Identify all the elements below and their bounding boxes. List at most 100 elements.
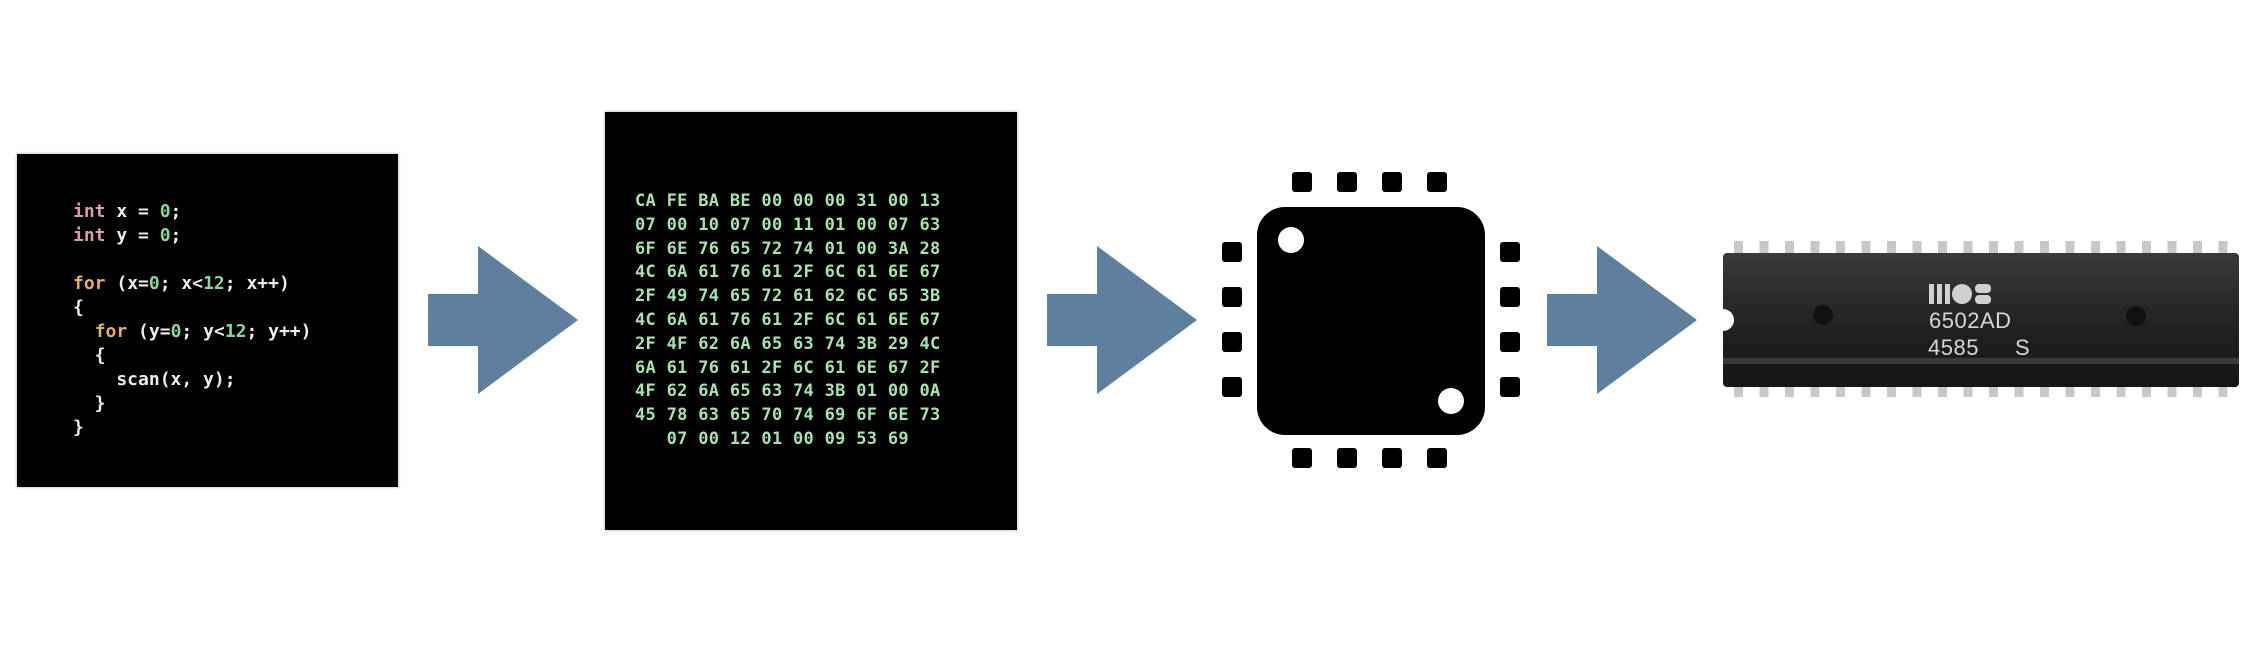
chip-pin bbox=[1938, 241, 1947, 255]
chip-pin bbox=[2142, 241, 2151, 255]
chip-date-code: 4585 bbox=[1928, 335, 1979, 360]
arrow-shape bbox=[1547, 246, 1697, 394]
code-token: { bbox=[73, 297, 84, 318]
arrow-right-icon bbox=[428, 246, 578, 394]
chip-pin bbox=[2014, 385, 2024, 397]
chip-body bbox=[1723, 253, 2239, 387]
code-token: 12 bbox=[203, 273, 225, 294]
cpu-pins-left bbox=[1222, 242, 1242, 397]
hex-line: 07 00 10 07 00 11 01 00 07 63 bbox=[635, 214, 941, 235]
arrow-shape bbox=[428, 246, 578, 394]
arrow-shape bbox=[1047, 246, 1197, 394]
chip-pin bbox=[1861, 385, 1871, 397]
chip-pin bbox=[2116, 385, 2126, 397]
code-line: scan(x, y); bbox=[73, 368, 311, 392]
cpu-orientation-dot bbox=[1278, 227, 1304, 253]
code-token: for bbox=[94, 321, 128, 342]
code-token: (x= bbox=[105, 273, 149, 294]
hex-line: 2F 49 74 65 72 61 62 6C 65 3B bbox=[635, 286, 941, 307]
chip-pin bbox=[2091, 241, 2100, 255]
code-token: 0 bbox=[159, 201, 171, 222]
code-token: 0 bbox=[148, 273, 160, 294]
mos-6502-chip: 6502AD 4585 S bbox=[1718, 228, 2244, 414]
cpu-pins-bottom bbox=[1292, 448, 1447, 468]
chip-pin bbox=[1963, 385, 1973, 397]
chip-pin bbox=[2065, 385, 2075, 397]
bytecode-hex-panel: CA FE BA BE 00 00 00 31 00 13 07 00 10 07… bbox=[605, 112, 1017, 530]
cpu-body bbox=[1257, 207, 1485, 435]
chip-pin bbox=[2218, 385, 2228, 397]
chip-notch bbox=[1718, 309, 1734, 331]
chip-model-number: 6502AD bbox=[1929, 308, 2012, 333]
code-token: int bbox=[73, 201, 106, 222]
hex-line: 45 78 63 65 70 74 69 6F 6E 73 bbox=[635, 405, 941, 426]
chip-pin bbox=[2142, 385, 2151, 397]
code-token: int bbox=[73, 225, 106, 246]
source-code: int x = 0;int y = 0;for (x=0; x<12; x++)… bbox=[73, 200, 311, 440]
code-token bbox=[73, 321, 95, 342]
chip-pin bbox=[2193, 241, 2202, 255]
chip-pin bbox=[2116, 241, 2126, 255]
code-token: y = bbox=[105, 225, 160, 246]
hex-line: 6F 6E 76 65 72 74 01 00 3A 28 bbox=[635, 238, 941, 259]
code-token: ; bbox=[170, 201, 182, 222]
chip-pin bbox=[1861, 241, 1871, 255]
chip-pin bbox=[1810, 241, 1820, 255]
code-line: for (x=0; x<12; x++) bbox=[73, 272, 311, 296]
chip-pin bbox=[2193, 385, 2202, 397]
source-code-panel: int x = 0;int y = 0;for (x=0; x<12; x++)… bbox=[17, 154, 398, 487]
chip-pin bbox=[2167, 385, 2177, 397]
code-token: for bbox=[73, 273, 106, 294]
hex-line: 07 00 12 01 00 09 53 69 bbox=[635, 428, 909, 449]
code-token: { bbox=[73, 345, 106, 366]
chip-pin bbox=[2091, 385, 2100, 397]
hex-line: 6A 61 76 61 2F 6C 61 6E 67 2F bbox=[635, 357, 941, 378]
chip-pins-bottom bbox=[1734, 385, 2228, 397]
chip-dimple-right bbox=[2126, 306, 2146, 326]
chip-pin bbox=[1734, 241, 1743, 255]
chip-pin bbox=[1887, 241, 1896, 255]
chip-pin bbox=[2065, 241, 2075, 255]
code-token: x = bbox=[105, 201, 160, 222]
chip-drawing bbox=[1718, 241, 2239, 397]
hex-line: CA FE BA BE 00 00 00 31 00 13 bbox=[635, 191, 941, 211]
code-token: } bbox=[73, 417, 84, 438]
chip-dimple-left bbox=[1813, 305, 1833, 325]
code-token: ; bbox=[170, 225, 182, 246]
code-token: ; x++) bbox=[224, 273, 290, 294]
chip-pin bbox=[1912, 241, 1922, 255]
chip-pin bbox=[1989, 241, 1998, 255]
code-token: 0 bbox=[170, 321, 182, 342]
cpu-pins-right bbox=[1500, 242, 1520, 397]
hex-line: 2F 4F 62 6A 65 63 74 3B 29 4C bbox=[635, 333, 941, 354]
code-token: 0 bbox=[159, 225, 171, 246]
code-token: (y= bbox=[127, 321, 171, 342]
code-token: ; y++) bbox=[246, 321, 312, 342]
cpu-corner-dot bbox=[1438, 388, 1464, 414]
chip-pin bbox=[1887, 385, 1896, 397]
code-line: for (y=0; y<12; y++) bbox=[73, 320, 312, 344]
code-line: int y = 0; bbox=[73, 224, 311, 248]
code-token: ; x< bbox=[159, 273, 204, 294]
chip-pin bbox=[1759, 241, 1769, 255]
chip-pin bbox=[2040, 385, 2049, 397]
chip-pin bbox=[1785, 385, 1794, 397]
arrow-right-icon bbox=[1547, 246, 1697, 394]
chip-pin bbox=[2040, 241, 2049, 255]
chip-pin bbox=[1734, 385, 1743, 397]
code-token: ; y< bbox=[181, 321, 225, 342]
code-line bbox=[73, 248, 311, 272]
arrow-right-icon bbox=[1047, 246, 1197, 394]
chip-pin bbox=[2014, 241, 2024, 255]
code-token: } bbox=[73, 393, 106, 414]
hex-dump: CA FE BA BE 00 00 00 31 00 13 07 00 10 07… bbox=[635, 190, 941, 452]
chip-suffix: S bbox=[2015, 335, 2031, 360]
hex-line: 4C 6A 61 76 61 2F 6C 61 6E 67 bbox=[635, 309, 941, 330]
chip-pin bbox=[1963, 241, 1973, 255]
chip-pin bbox=[2167, 241, 2177, 255]
cpu-icon bbox=[1222, 172, 1520, 468]
code-token: scan(x, y); bbox=[73, 369, 236, 390]
chip-pins-top bbox=[1734, 241, 2228, 255]
chip-pin bbox=[1836, 385, 1845, 397]
code-line: } bbox=[73, 416, 311, 440]
